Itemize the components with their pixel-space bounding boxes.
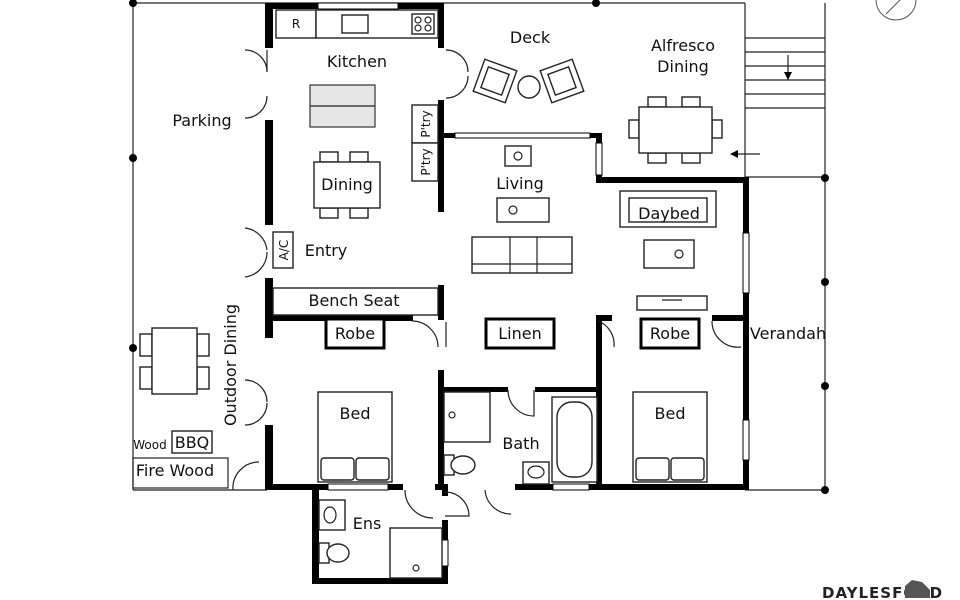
bbq-label: BBQ bbox=[175, 433, 210, 452]
wood-label: Wood bbox=[133, 438, 166, 452]
pantry-label-1: P'try bbox=[419, 110, 433, 137]
robe-left-label: Robe bbox=[335, 324, 375, 343]
daybed-label: Daybed bbox=[638, 204, 700, 223]
bed-left bbox=[317, 391, 393, 483]
bench-seat bbox=[272, 287, 439, 316]
bath-fixtures bbox=[443, 391, 598, 485]
robe-right bbox=[639, 317, 701, 350]
living-furniture bbox=[471, 145, 717, 311]
parking-label: Parking bbox=[172, 111, 231, 130]
alfresco-label-line1: Alfresco bbox=[651, 36, 715, 55]
verandah-label: Verandah bbox=[750, 324, 826, 343]
linen-cupboard bbox=[484, 317, 556, 350]
stairs bbox=[730, 37, 825, 158]
bed-right bbox=[632, 391, 708, 483]
pantry-label-2: P'try bbox=[419, 148, 433, 175]
fire-wood-label: Fire Wood bbox=[136, 461, 214, 480]
robe-left bbox=[324, 317, 386, 350]
bed-left-label: Bed bbox=[340, 404, 371, 423]
deck-chairs bbox=[472, 58, 585, 104]
kitchen-label: Kitchen bbox=[327, 52, 387, 71]
outdoor-dining-label: Outdoor Dining bbox=[221, 304, 240, 426]
fridge-label: R bbox=[292, 17, 300, 31]
dining-label: Dining bbox=[321, 175, 373, 194]
ac-label: A/C bbox=[277, 240, 291, 261]
living-label: Living bbox=[496, 174, 544, 193]
kitchen-fixtures bbox=[275, 9, 439, 182]
bed-right-label: Bed bbox=[655, 404, 686, 423]
brand-logo: DAYLESFORD bbox=[822, 580, 942, 600]
robe-right-label: Robe bbox=[650, 324, 690, 343]
ensuite-label: Ens bbox=[353, 514, 382, 533]
bath-label: Bath bbox=[502, 434, 539, 453]
bbq bbox=[171, 430, 213, 454]
alfresco-table bbox=[628, 96, 723, 164]
compass-icon bbox=[875, 0, 917, 21]
bench-seat-label: Bench Seat bbox=[308, 291, 399, 310]
alfresco-label-line2: Dining bbox=[657, 57, 709, 76]
outdoor-dining-table bbox=[139, 327, 210, 395]
ensuite-fixtures bbox=[318, 499, 443, 579]
ac-unit bbox=[272, 231, 294, 269]
windows bbox=[317, 2, 750, 567]
door-swings bbox=[232, 49, 742, 519]
posts bbox=[129, 0, 829, 494]
fire-wood-store bbox=[132, 457, 229, 489]
dining-table bbox=[313, 151, 381, 219]
linen-label: Linen bbox=[498, 324, 541, 343]
entry-label: Entry bbox=[305, 241, 348, 260]
deck-label: Deck bbox=[510, 28, 551, 47]
